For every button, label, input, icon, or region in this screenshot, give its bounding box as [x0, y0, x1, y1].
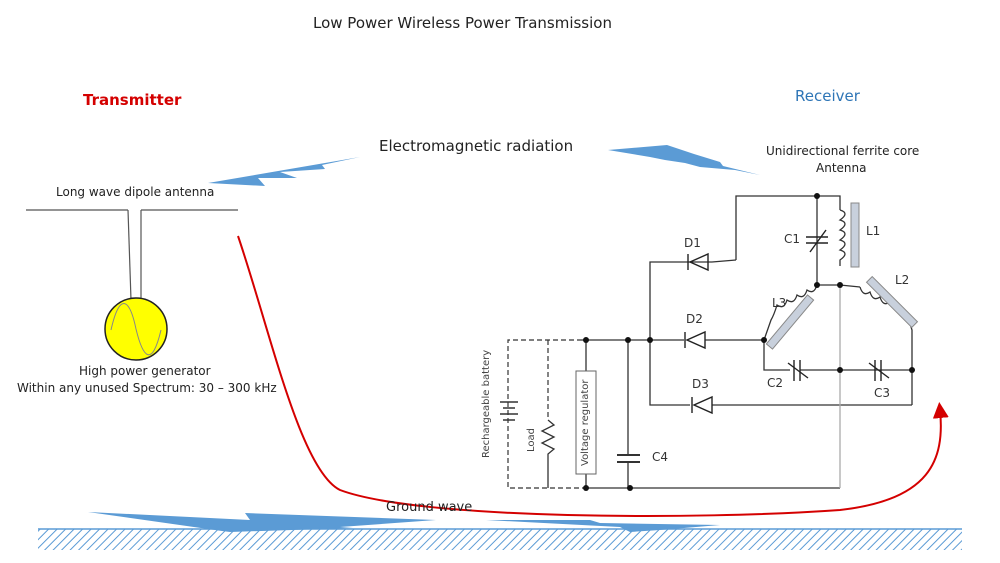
ferrite-label-2: Antenna	[816, 161, 867, 175]
generator-label: High power generator	[79, 364, 211, 378]
transmitter-label: Transmitter	[83, 91, 182, 109]
load-resistor-icon	[540, 419, 556, 488]
capacitor-c1-icon	[806, 229, 828, 253]
dipole-antenna	[26, 209, 238, 301]
ferrite-core-l3	[765, 294, 815, 350]
ferrite-core-l2	[865, 275, 919, 329]
label-l3: L3	[772, 296, 787, 310]
radiation-label: Electromagnetic radiation	[379, 137, 574, 155]
label-d3: D3	[692, 377, 709, 391]
ground-wave-path	[237, 235, 949, 517]
voltage-regulator-box	[575, 370, 597, 475]
label-load: Load	[526, 428, 537, 452]
generator-icon	[104, 297, 168, 361]
label-battery: Rechargeable battery	[481, 349, 492, 458]
label-d2: D2	[686, 312, 703, 326]
ground-hatch	[38, 529, 962, 550]
capacitor-c3-icon	[868, 360, 890, 381]
label-c3: C3	[874, 386, 891, 400]
diagram-title: Low Power Wireless Power Transmission	[313, 14, 612, 32]
ferrite-core-l1	[850, 202, 860, 268]
receiver-circuit	[582, 195, 913, 489]
diode-d3-icon	[691, 395, 713, 415]
ground-wave-bolt-right	[486, 520, 720, 532]
label-l2: L2	[895, 273, 910, 287]
label-c4: C4	[652, 450, 669, 464]
label-l1: L1	[866, 224, 881, 238]
spectrum-label: Within any unused Spectrum: 30 – 300 kHz	[17, 381, 277, 395]
label-regulator: Voltage regulator	[580, 379, 591, 466]
capacitor-c2-icon	[787, 360, 809, 381]
receiver-label: Receiver	[795, 87, 860, 105]
label-d1: D1	[684, 236, 701, 250]
dipole-label: Long wave dipole antenna	[56, 185, 215, 199]
junction-dots	[583, 193, 915, 491]
ground-wave-label: Ground wave	[386, 500, 473, 515]
radiation-bolt-left	[208, 157, 360, 186]
ferrite-label-1: Unidirectional ferrite core	[766, 144, 920, 158]
ground-wave-bolt-left	[88, 512, 436, 532]
battery-load-loop	[507, 339, 582, 489]
battery-icon	[500, 401, 518, 421]
label-c2: C2	[767, 376, 784, 390]
diode-d1-icon	[687, 252, 709, 272]
label-c1: C1	[784, 232, 801, 246]
radiation-bolt-right	[608, 145, 760, 175]
diode-d2-icon	[684, 330, 706, 350]
